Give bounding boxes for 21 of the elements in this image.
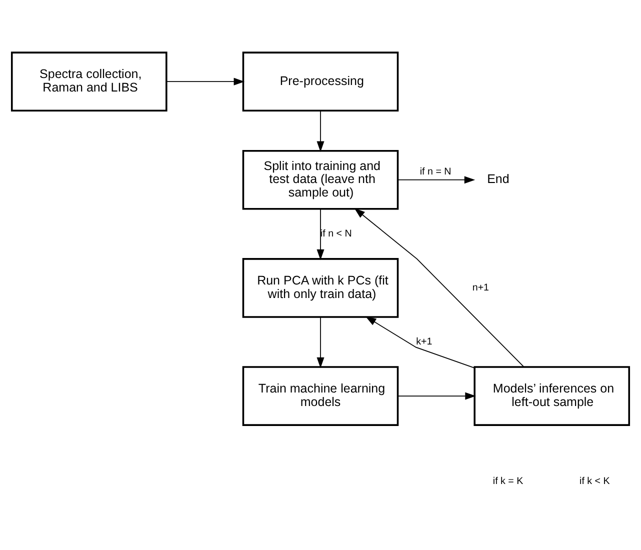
edge-label: if n = N — [420, 166, 452, 178]
node-box: Train machine learning models — [242, 366, 399, 426]
label: if k < K — [580, 476, 610, 487]
arrow — [397, 392, 476, 400]
arrow — [398, 176, 476, 184]
edge-label: k+1 — [416, 336, 432, 348]
arrow — [354, 208, 524, 368]
arrow — [316, 208, 324, 260]
arrow — [166, 78, 245, 86]
node-box: Pre-processing — [242, 52, 399, 112]
node-box: Models’ inferences on left-out sample — [474, 366, 630, 426]
arrow — [316, 316, 324, 368]
arrow — [316, 110, 324, 152]
node-box: Split into training and test data (leave nth sample out) — [242, 150, 399, 210]
node-box: Spectra collection, Raman and LIBS — [10, 52, 168, 112]
edge-label: n+1 — [472, 282, 490, 294]
label: if k = K — [492, 476, 524, 487]
arrow — [365, 316, 475, 368]
edge-label: if n < N — [320, 228, 352, 240]
node-text: End — [487, 172, 510, 186]
node-box: Run PCA with k PCs (fit with only train data) — [242, 258, 399, 318]
